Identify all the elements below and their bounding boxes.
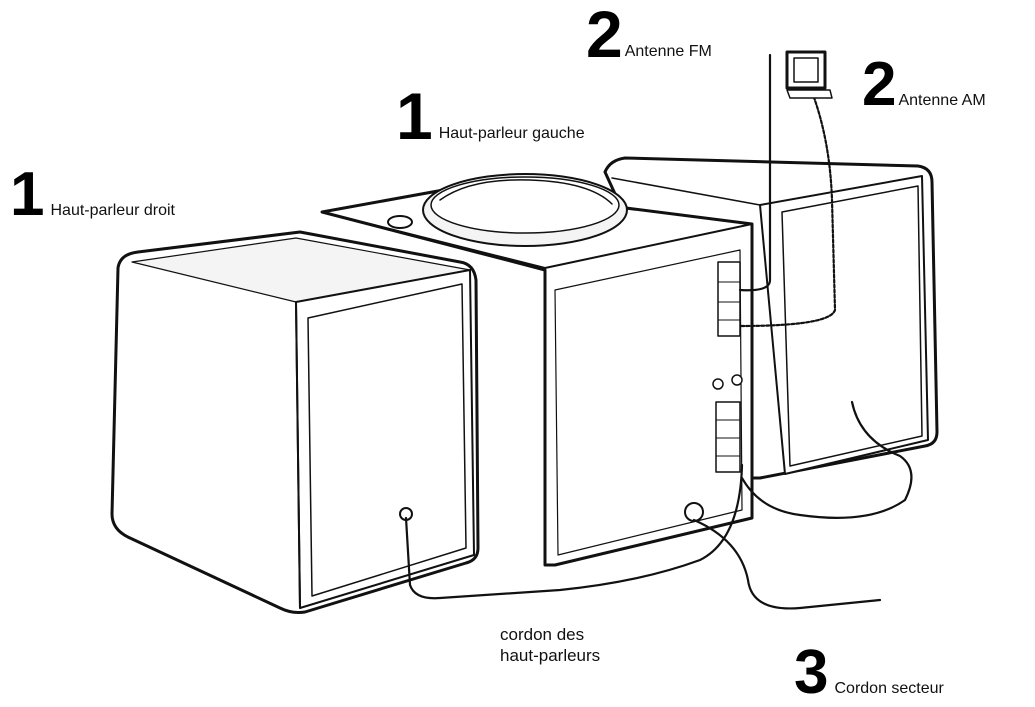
callout-label: Haut-parleur gauche — [439, 125, 585, 143]
callout-am-antenna: 2 Antenne AM — [862, 60, 986, 110]
step-number: 1 — [396, 90, 433, 143]
callout-left-speaker: 1 Haut-parleur gauche — [396, 90, 585, 143]
speaker-cord-label-line1: cordon des — [500, 624, 600, 645]
right-speaker-drawing — [112, 232, 478, 613]
step-number: 1 — [10, 170, 44, 220]
step-number: 2 — [586, 8, 623, 61]
speaker-cord-label-line2: haut-parleurs — [500, 645, 600, 666]
callout-label: Antenne AM — [898, 92, 985, 110]
callout-power-cord: 3 Cordon secteur — [794, 648, 944, 698]
callout-label: Cordon secteur — [834, 680, 943, 698]
speaker-cord-label: cordon des haut-parleurs — [500, 624, 600, 666]
callout-right-speaker: 1 Haut-parleur droit — [10, 170, 175, 220]
step-number: 3 — [794, 648, 828, 698]
step-number: 2 — [862, 60, 896, 110]
callout-fm-antenna: 2 Antenne FM — [586, 8, 712, 61]
callout-label: Haut-parleur droit — [50, 202, 175, 220]
am-loop-antenna — [787, 52, 832, 98]
callout-label: Antenne FM — [625, 43, 712, 61]
